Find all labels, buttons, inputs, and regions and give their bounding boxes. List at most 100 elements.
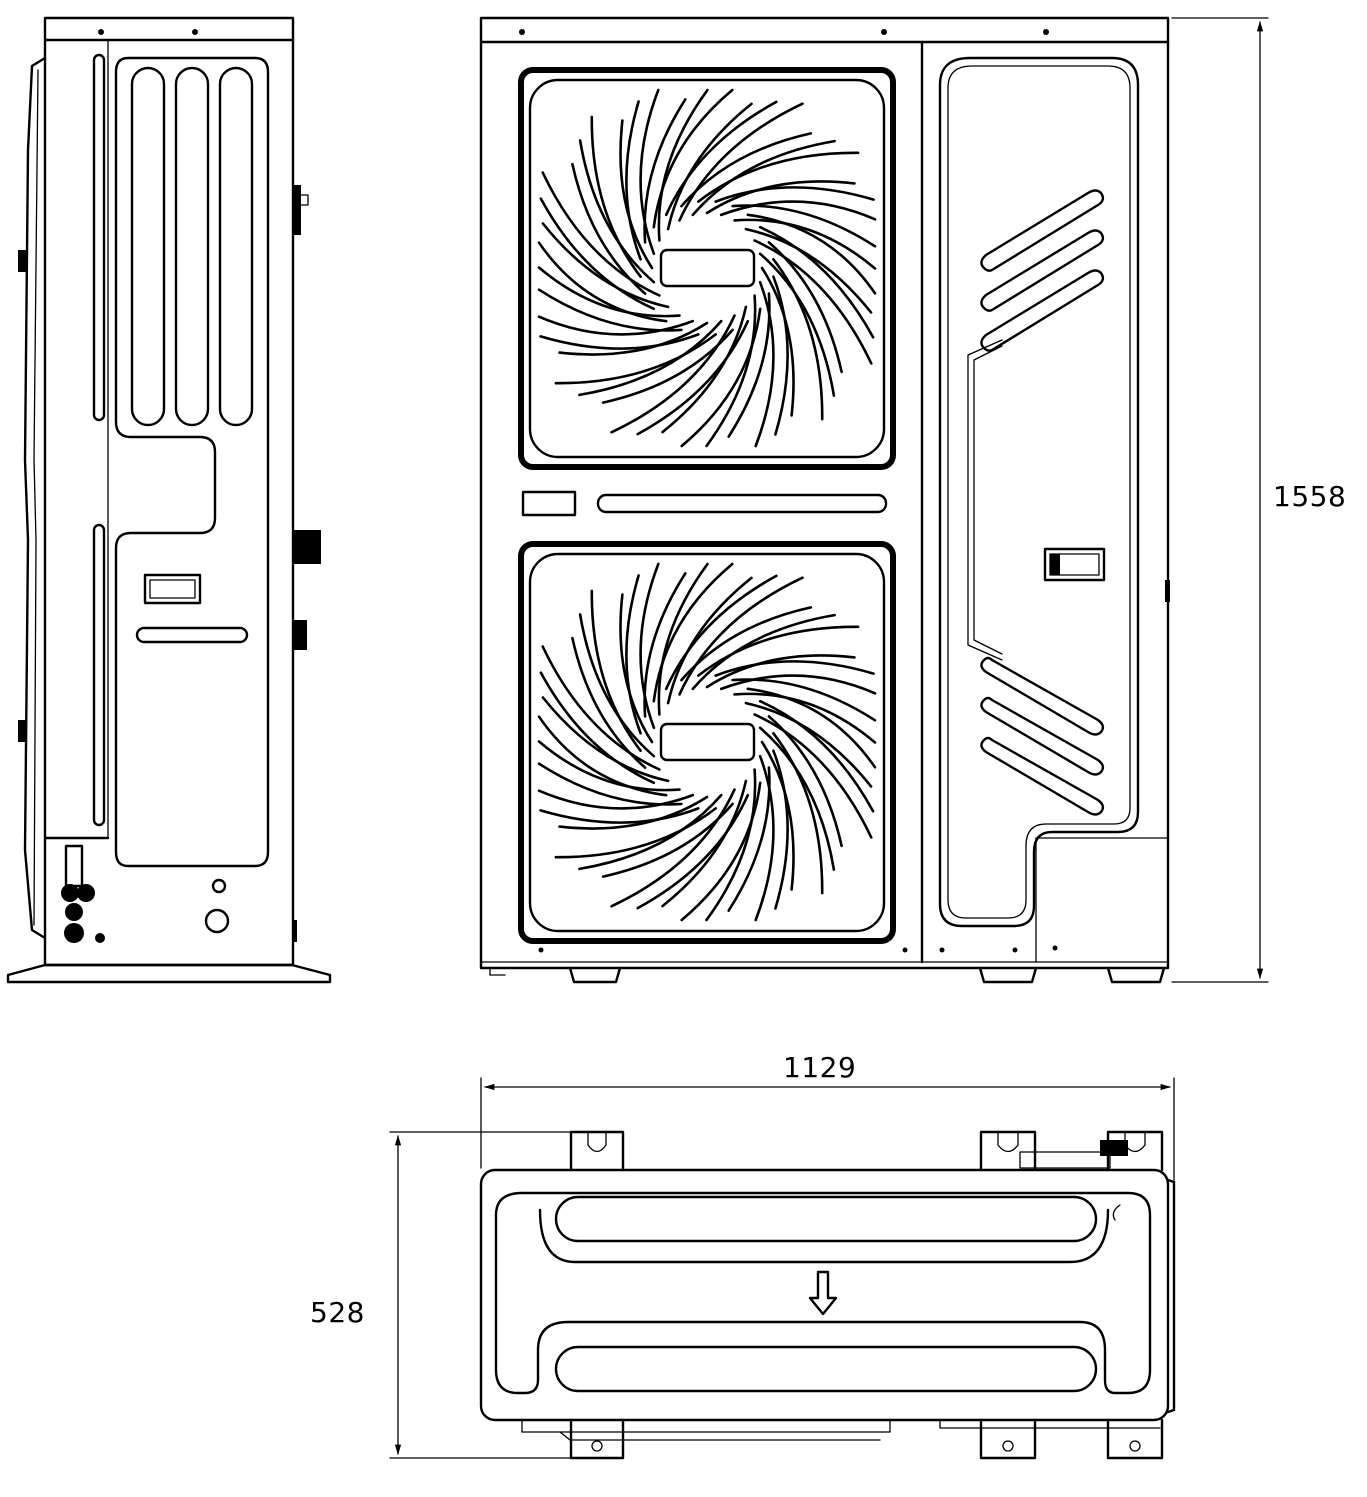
fan-blade [625, 574, 642, 735]
top-view-body [479, 1168, 1170, 1422]
front-view-body [479, 16, 1170, 970]
fan-blade [727, 766, 771, 912]
side-view-handle [143, 573, 202, 605]
fan-blade [657, 88, 709, 242]
top-view-bracket [569, 1130, 625, 1172]
fan-blade [578, 793, 723, 871]
top-view-bracket [569, 1418, 625, 1460]
front-view-service-panel [938, 56, 1140, 928]
fan-blade [719, 200, 877, 221]
fan-blade [758, 225, 875, 339]
fan-blade [537, 288, 683, 332]
fan-blade [643, 98, 687, 244]
fan-blade [731, 678, 877, 722]
upper-fan-hub [659, 248, 756, 288]
height-label: 1558 [1273, 480, 1346, 513]
fan-blade [558, 321, 709, 356]
dimension-width: 1129 [480, 1051, 1175, 1181]
fan-blade [746, 687, 877, 769]
fan-blade [753, 713, 873, 839]
fan-blade [772, 749, 789, 910]
fan-blade [590, 115, 642, 278]
fan-blade [537, 762, 683, 806]
fan-blade [758, 699, 875, 813]
fan-blade [537, 241, 668, 323]
top-view [479, 1130, 1176, 1460]
fan-blade [541, 222, 670, 309]
fan-blade [754, 754, 775, 922]
side-view [6, 16, 332, 984]
fan-blade [558, 795, 709, 830]
fan-blade [760, 740, 795, 891]
fan-blade [537, 715, 668, 797]
depth-label: 528 [310, 1296, 365, 1329]
fan-blade [652, 88, 734, 229]
fan-blade [619, 119, 654, 270]
fan-blade [578, 319, 723, 397]
fan-blade [727, 292, 771, 438]
fan-blade [772, 732, 824, 895]
fan-blade [714, 660, 875, 677]
top-view-bracket [979, 1418, 1037, 1460]
fan-blade [666, 576, 753, 705]
side-view-base [6, 963, 332, 984]
fan-blade [554, 807, 717, 859]
fan-blade [541, 645, 661, 771]
fan-blade [652, 562, 734, 703]
fan-blade [661, 305, 748, 434]
fan-blade [733, 692, 877, 744]
fan-blade [643, 572, 687, 718]
fan-blade [636, 793, 750, 910]
fan-blade [678, 102, 804, 222]
fan-blade [754, 280, 775, 448]
fan-blade [697, 625, 860, 677]
fan-blade [767, 241, 843, 374]
top-view-bracket [1106, 1418, 1164, 1460]
fan-blade [539, 671, 656, 785]
lower-fan-hub [659, 722, 756, 762]
fan-blade [678, 576, 804, 696]
front-view-foot [1106, 966, 1166, 984]
fan-blade [539, 197, 656, 311]
front-view-handle [1043, 547, 1106, 582]
fan-blade [680, 307, 762, 448]
fan-blade [636, 319, 750, 436]
fan-blade [767, 715, 843, 848]
fan-blade [619, 593, 654, 744]
fan-blade [760, 266, 795, 417]
fan-blade [625, 100, 642, 261]
fan-blade [578, 613, 656, 758]
upper-fan-grille [518, 67, 896, 470]
side-view-panel [114, 56, 270, 868]
top-view-embossed-panel [494, 1191, 1152, 1395]
fan-blade [590, 589, 642, 752]
fan-blade [571, 162, 647, 295]
fan-blade [610, 788, 736, 908]
fan-blade [731, 204, 877, 248]
fan-blade [554, 333, 717, 385]
front-view-foot [568, 966, 622, 984]
fan-blade [661, 779, 748, 908]
fan-blade [539, 807, 700, 824]
lower-fan-grille [518, 541, 896, 944]
front-view-label-plate [521, 490, 577, 517]
fan-blade [537, 315, 695, 336]
side-view-fan-guard [23, 56, 47, 940]
fan-blade [541, 171, 661, 297]
fan-blade [578, 139, 656, 284]
fan-blade [639, 562, 660, 730]
fan-blade [758, 726, 836, 871]
fan-blade [705, 654, 856, 689]
fan-blade [664, 574, 778, 691]
fan-blade [719, 674, 877, 695]
width-label: 1129 [783, 1051, 856, 1084]
fan-blade [772, 258, 824, 421]
upper-fan-blades [537, 88, 877, 448]
fan-blade [744, 701, 873, 788]
fan-blade [537, 740, 681, 792]
front-view [479, 16, 1170, 984]
fan-blade [705, 768, 757, 922]
fan-blade [666, 102, 753, 231]
fan-blade [733, 218, 877, 270]
